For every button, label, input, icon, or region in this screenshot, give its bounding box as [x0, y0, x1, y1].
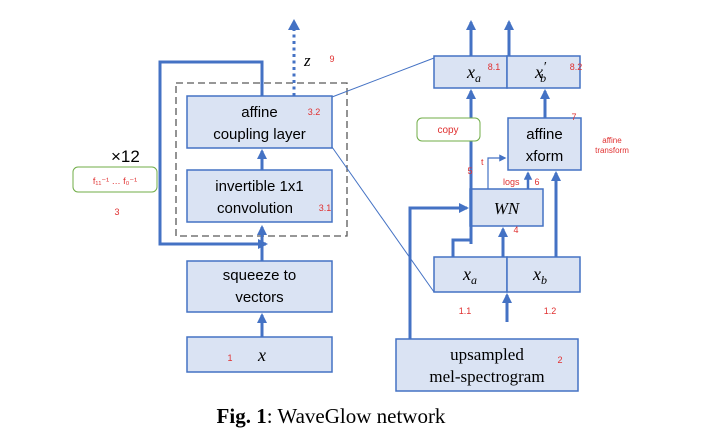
arrow-mel-to-wn — [408, 202, 470, 339]
invertible-conv-box — [186, 169, 333, 223]
xa-input-label: xa — [462, 264, 477, 287]
affine-coupling-label-1: affine — [241, 104, 277, 121]
marker-1-1: 1.1 — [459, 306, 472, 316]
input-x-box — [186, 336, 333, 373]
squeeze-label-2: vectors — [235, 289, 283, 306]
affine-xform-box — [507, 117, 582, 171]
affine-transform-callout-1: affine — [602, 136, 622, 145]
affine-coupling-label-2: coupling layer — [213, 126, 306, 143]
marker-9: 9 — [329, 54, 334, 64]
affine-transform-callout-2: transform — [595, 146, 629, 155]
affine-xform-label-1: affine — [526, 126, 562, 143]
repeat-count: ×12 — [111, 147, 140, 166]
figure-caption: Fig. 1: WaveGlow network — [217, 404, 446, 428]
copy-callout: copy — [437, 125, 458, 136]
marker-8-1: 8.1 — [488, 62, 501, 72]
xb-prime-output-box — [506, 55, 581, 89]
arrow-t — [487, 154, 507, 189]
invertible-conv-label-2: convolution — [217, 200, 293, 217]
xa-output-label: xa — [466, 62, 481, 85]
marker-2: 2 — [557, 355, 562, 365]
marker-6: 6 — [534, 177, 539, 187]
wn-label: WN — [494, 199, 521, 218]
z-arrowhead — [288, 19, 300, 30]
loop-x12-arrow — [158, 60, 269, 250]
marker-8-2: 8.2 — [570, 62, 583, 72]
mel-spectrogram-label-1: upsampled — [450, 345, 524, 364]
marker-3-1: 3.1 — [319, 203, 332, 213]
zoom-line-top — [331, 57, 435, 98]
marker-1: 1 — [227, 353, 232, 363]
copy-callout-box — [416, 117, 481, 142]
marker-5: 5 — [467, 166, 472, 176]
inverse-note-box — [72, 166, 158, 193]
affine-xform-label-2: xform — [526, 148, 564, 165]
marker-1-2: 1.2 — [544, 306, 557, 316]
marker-3-2: 3.2 — [308, 107, 321, 117]
mel-spectrogram-label-2: mel-spectrogram — [429, 367, 544, 386]
affine-coupling-box — [186, 95, 333, 149]
inverse-note: f₁₁⁻¹ … f₀⁻¹ — [93, 176, 137, 186]
arrow-xa-copy-up — [451, 238, 471, 257]
t-label: t — [481, 157, 484, 167]
xb-prime-output-label: x′b — [534, 60, 547, 85]
mel-spectrogram-box — [395, 338, 579, 392]
z-label: z — [303, 51, 311, 70]
squeeze-box — [186, 260, 333, 313]
xb-input-label: xb — [532, 264, 547, 287]
logs-label: logs — [503, 177, 520, 187]
invertible-conv-label-1: invertible 1x1 — [215, 178, 303, 195]
squeeze-label-1: squeeze to — [223, 267, 296, 284]
input-x-label: x — [257, 345, 266, 365]
marker-4: 4 — [513, 225, 518, 235]
marker-3: 3 — [114, 207, 119, 217]
xb-input-box — [506, 256, 581, 293]
marker-7: 7 — [571, 112, 576, 122]
zoom-line-bottom — [331, 146, 435, 293]
